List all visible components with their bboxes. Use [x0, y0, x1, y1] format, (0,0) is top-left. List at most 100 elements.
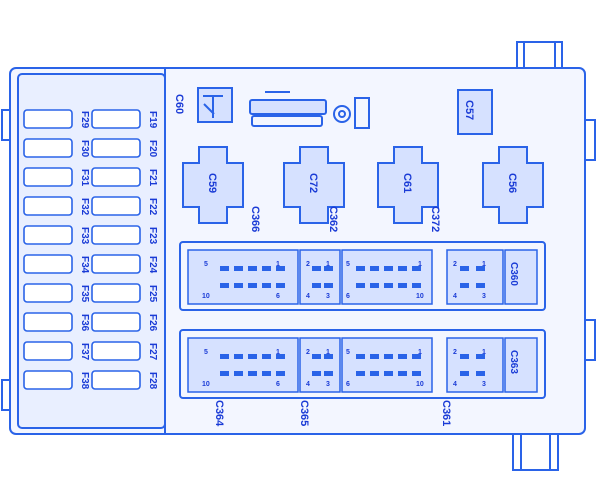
fuse-f25: F25 [91, 283, 158, 303]
relay-c56: C56 [482, 146, 544, 224]
fuse-label: F35 [79, 285, 90, 303]
fuse-label: F25 [147, 285, 158, 303]
pin [398, 371, 407, 376]
pin [356, 266, 365, 271]
label-c60: C60 [173, 94, 185, 114]
pin-number: 1 [418, 349, 422, 356]
connector-c60: C60 [173, 87, 233, 123]
fuse-slot [91, 341, 141, 361]
fuse-slot [91, 312, 141, 332]
fuse-slot [23, 341, 73, 361]
label-c57: C57 [463, 100, 475, 120]
fuse-label: F23 [147, 227, 158, 245]
pin [460, 354, 469, 359]
fuse-f29: F29 [23, 109, 90, 129]
pin [262, 354, 271, 359]
fuse-slot [23, 225, 73, 245]
pin-number: 4 [453, 381, 457, 388]
pin [276, 283, 285, 288]
pin-number: 1 [482, 349, 486, 356]
pin [276, 371, 285, 376]
fuse-f34: F34 [23, 254, 90, 274]
relay-label: C59 [206, 173, 218, 193]
fuse-label: F36 [79, 314, 90, 332]
fuse-slot [23, 370, 73, 390]
relay-body [377, 146, 439, 224]
fuse-label: F31 [79, 169, 90, 187]
fuse-label: F30 [79, 140, 90, 158]
fuse-f19: F19 [91, 109, 158, 129]
fuse-slot [23, 283, 73, 303]
pin [370, 371, 379, 376]
pin [370, 283, 379, 288]
relay-body [182, 146, 244, 224]
pin [276, 354, 285, 359]
label-c364: C364 [213, 400, 225, 427]
pin-number: 1 [326, 261, 330, 268]
pin-number: 1 [418, 261, 422, 268]
fuse-f37: F37 [23, 341, 90, 361]
fuse-label: F19 [147, 111, 158, 129]
pin [476, 283, 485, 288]
pin-number: 1 [276, 261, 280, 268]
label-c366: C366 [249, 206, 261, 232]
pin [384, 283, 393, 288]
pin [476, 371, 485, 376]
pin [312, 283, 321, 288]
pin-number: 4 [306, 293, 310, 300]
pin [412, 371, 421, 376]
fuse-label: F38 [79, 372, 90, 390]
pin-numbers-top: 5 1 10 6 2 1 4 3 5 1 6 10 2 1 4 3 [202, 261, 486, 300]
connector-c57: C57 [457, 89, 493, 135]
pin [312, 266, 321, 271]
pin [248, 371, 257, 376]
relay-label: C72 [307, 173, 319, 193]
pin [220, 283, 229, 288]
connector-pins [220, 266, 485, 376]
pin [398, 266, 407, 271]
fuse-label: F20 [147, 140, 158, 158]
pin [220, 354, 229, 359]
pin-number: 10 [202, 293, 210, 300]
fuse-slot [91, 167, 141, 187]
pin [248, 283, 257, 288]
relay-c59: C59 [182, 146, 244, 224]
fuse-f32: F32 [23, 196, 90, 216]
fuse-f36: F36 [23, 312, 90, 332]
pin-number: 1 [326, 349, 330, 356]
pin [476, 266, 485, 271]
pin-number: 5 [204, 261, 208, 268]
pin-number: 2 [306, 349, 310, 356]
pin [262, 371, 271, 376]
pin-number: 1 [276, 349, 280, 356]
label-c363: C363 [508, 350, 519, 374]
pin-number: 3 [482, 381, 486, 388]
fuse-slot [91, 196, 141, 216]
pin-number: 6 [276, 293, 280, 300]
connector-block-top: C360 [179, 241, 546, 311]
pin [476, 354, 485, 359]
pin [356, 354, 365, 359]
fuse-slot [91, 370, 141, 390]
pin-number: 3 [482, 293, 486, 300]
fuse-f22: F22 [91, 196, 158, 216]
pin-number: 10 [416, 293, 424, 300]
fuse-slot [23, 254, 73, 274]
pin-number: 6 [346, 293, 350, 300]
pin [312, 354, 321, 359]
pin [460, 371, 469, 376]
fuse-slot [23, 196, 73, 216]
fuse-label: F34 [79, 256, 90, 274]
pin-number: 4 [453, 293, 457, 300]
fuse-slot [91, 109, 141, 129]
pin-number: 10 [416, 381, 424, 388]
pin [384, 266, 393, 271]
fuse-f24: F24 [91, 254, 158, 274]
fuse-label: F33 [79, 227, 90, 245]
label-c360: C360 [508, 262, 519, 286]
pin [370, 266, 379, 271]
pin [412, 283, 421, 288]
fuse-slot [23, 109, 73, 129]
